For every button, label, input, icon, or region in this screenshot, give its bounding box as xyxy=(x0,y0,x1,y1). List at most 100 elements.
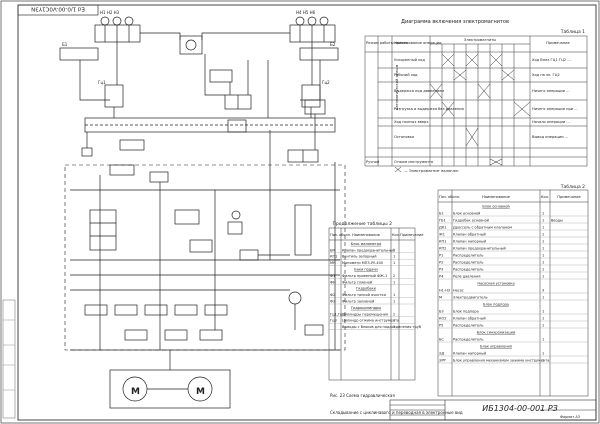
valve-top-mid xyxy=(209,69,233,83)
svg-text:Н1 Н2 Н3: Н1 Н2 Н3 xyxy=(100,10,120,15)
valve-block-b2 xyxy=(299,47,339,61)
table-cell-name: Фильтр приемный ФЖ-1 xyxy=(342,274,387,278)
valve-row xyxy=(204,304,228,316)
table1-op-4: Разгрузка и выдержка без давления xyxy=(394,107,464,111)
table1-op-5: Ход полных вверх xyxy=(394,120,429,124)
valve-row xyxy=(124,329,148,341)
table-cell-qty: 3 xyxy=(542,289,544,293)
table-cell-name: Электродвигатель xyxy=(453,296,488,300)
table3-header-qty: Кол. xyxy=(541,195,549,199)
table-cell-name: Распределитель xyxy=(453,268,483,272)
spring-element xyxy=(81,147,93,157)
table-cell-pos: М xyxy=(439,296,442,300)
table-cell-qty: 1 xyxy=(542,275,544,279)
valve-row xyxy=(164,329,188,341)
table-cell-name: Вентиль запорный xyxy=(342,255,377,259)
table-group-header: Блок манометра xyxy=(351,242,381,246)
table-cell-name: Блок основной xyxy=(453,212,480,216)
svg-text:Б1: Б1 xyxy=(62,42,68,47)
table2-header-note: Примечание xyxy=(400,233,424,237)
valve-row xyxy=(84,304,108,316)
valve-row xyxy=(144,304,168,316)
table-cell-pos: КП1 xyxy=(330,255,337,259)
table-cell-qty: 1 xyxy=(542,240,544,244)
table-cell-pos: Р5 xyxy=(439,324,443,328)
table-cell-pos: КО2 xyxy=(439,317,446,321)
valve-rk2 xyxy=(174,209,200,225)
distributor-gz1 xyxy=(119,139,145,151)
svg-text:M: M xyxy=(131,387,140,397)
svg-text:Н4 Н5 Н6: Н4 Н5 Н6 xyxy=(296,10,316,15)
table-cell-qty: 1 xyxy=(542,233,544,237)
table-cell-qty: 1 xyxy=(393,293,395,297)
table-cell-pos: Н1-Н3 xyxy=(439,289,450,293)
table1-caption: Таблица 1 xyxy=(560,29,585,35)
distributor-gz3 xyxy=(149,171,169,183)
table1-grid xyxy=(364,35,588,167)
title-doc-line-2: Складывание с циклинавого и переводная в… xyxy=(330,410,463,415)
pump-icon xyxy=(307,16,317,26)
table-cell-name: Клапан обратный xyxy=(453,233,486,237)
table-cell-qty: 1 xyxy=(542,296,544,300)
valve-right xyxy=(304,324,324,336)
table-cell-qty: 1 xyxy=(393,255,395,259)
table-cell-qty: 1 xyxy=(393,280,395,284)
table1-legend: — Электромагнит включен xyxy=(394,166,459,173)
table-cell-name: Клапан напорный xyxy=(453,352,486,356)
table-cell-qty: 1 xyxy=(542,352,544,356)
table1-note-3: Ничего операции ... xyxy=(532,89,570,93)
svg-text:Гц1: Гц1 xyxy=(98,80,106,85)
table-group-header: Блок подпора xyxy=(483,303,509,307)
stamp-box xyxy=(17,4,99,16)
table-cell-name: Клапан обратный xyxy=(453,317,486,321)
binding-strip-lines xyxy=(3,319,15,391)
table1-op-1: Ускоренный ход xyxy=(394,58,425,62)
table2-header-qty: Кол. xyxy=(392,233,400,237)
valve-rk3 xyxy=(189,239,213,253)
valve-block-b1 xyxy=(59,47,99,61)
table-cell-pos: Ф1 xyxy=(330,274,335,278)
table-cell-name: Фильтр заливной xyxy=(342,300,374,304)
table-cell-pos: Ж1 xyxy=(439,233,445,237)
table3-header-pos: Поз. обозн. xyxy=(439,195,460,199)
table-cell-qty: 1 xyxy=(542,226,544,230)
sync-block xyxy=(239,249,259,261)
table-cell-name: Манометр МП3-УУ-400 xyxy=(342,261,383,265)
table-cell-pos: Ф2 xyxy=(330,293,335,297)
table-group-header: Гидробаки xyxy=(356,287,376,291)
table-cell-qty: 1 xyxy=(393,325,395,329)
table1-note-4: Ничего операции при ... xyxy=(532,107,578,111)
table-cell-pos: Б1 xyxy=(439,212,444,216)
table-cell-name: Цилиндр отжима инструмента xyxy=(342,319,399,323)
table-cell-name: Выводы с блоков для подсоединения труб xyxy=(342,325,421,329)
title-doc-line-1: Рис. 23 Схема гидравлическая xyxy=(330,393,395,398)
table-cell-name: Дроссель с обратным клапаном xyxy=(453,226,512,230)
indicator xyxy=(294,204,312,256)
table2: Продолжение таблицы 2 Поз. обозн. Наимен… xyxy=(328,221,424,381)
table1-op-3: Выдержка под давлением xyxy=(394,89,444,93)
table1-header-op: Наименование операции xyxy=(394,41,442,45)
table-cell-pos: Б3 xyxy=(439,310,444,314)
table-cell-pos: Ф3 xyxy=(330,300,335,304)
table-cell-name: Реле давления xyxy=(453,275,480,279)
table3-header-name: Наименование xyxy=(482,195,511,199)
table-group-header: Блок синхронизации xyxy=(477,331,515,335)
table-cell-name: Клапан предохранительный xyxy=(453,247,506,251)
table1-note-1: Ход Вниз ГЦ1 ГЦ2 ... xyxy=(532,58,571,62)
valve-row xyxy=(114,304,138,316)
table-cell-qty: 1 xyxy=(542,359,544,363)
table-cell-name: Гидробак основной xyxy=(453,219,489,223)
table-group-header: Насосная установка xyxy=(477,282,514,286)
title-block: ИБ1304-00-001 РЗ Рис. 23 Схема гидравлич… xyxy=(330,393,597,421)
table1-op-2: Рабочий ход xyxy=(394,73,418,77)
diagram-letters: M M Н1 Н2 Н3 Н4 Н5 Н6 Б1 Б2 Гц1 Гц2 xyxy=(62,10,336,397)
table-cell-pos: КП2 xyxy=(439,247,446,251)
table-cell-qty: 1 xyxy=(393,248,395,252)
table-cell-name: Фильтр тонкой очистки xyxy=(342,293,386,297)
svg-text:Б2: Б2 xyxy=(330,42,336,47)
table-cell-pos: ЭРР xyxy=(439,359,446,363)
distributor-gz2 xyxy=(109,164,135,176)
